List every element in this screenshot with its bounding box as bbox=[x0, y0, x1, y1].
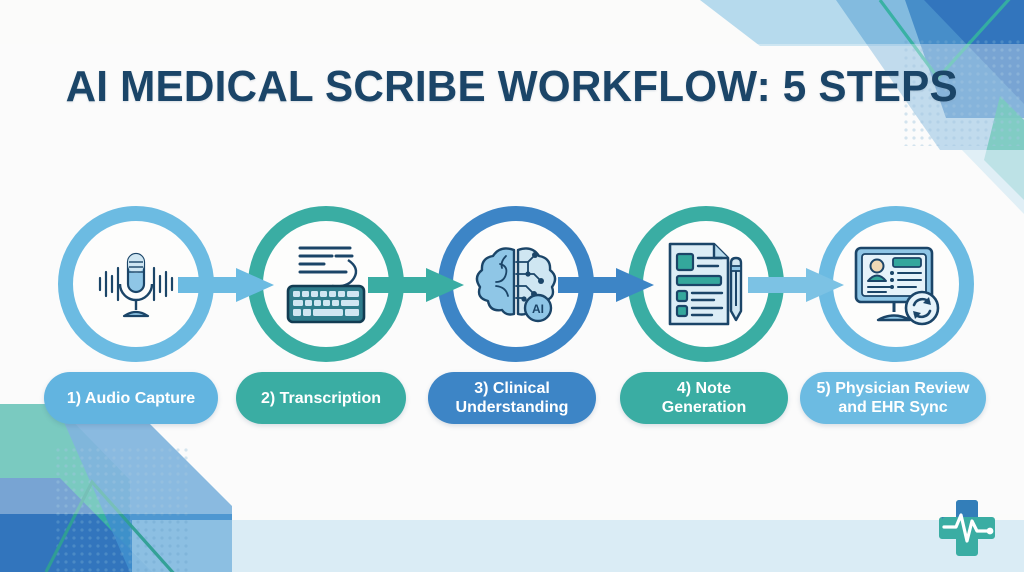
step-label-5-line-2: and EHR Sync bbox=[838, 399, 948, 416]
deco-bottom-dots bbox=[56, 444, 192, 572]
step-label-3-line-1: 3) Clinical bbox=[474, 380, 550, 397]
step-label-3-line-2: Understanding bbox=[455, 399, 569, 416]
arrow-step1-to-step2 bbox=[178, 268, 274, 302]
deco-bottom-chevron-line bbox=[44, 479, 175, 572]
microphone-soundwave-icon bbox=[86, 234, 186, 334]
page-title: AI MEDICAL SCRIBE WORKFLOW: 5 STEPS bbox=[65, 62, 959, 111]
workflow-steps-row: AI bbox=[0, 206, 1024, 362]
step-label-3[interactable]: 3) Clinical Understanding bbox=[428, 372, 596, 424]
arrow-step3-to-step4 bbox=[558, 268, 654, 302]
step-label-5[interactable]: 5) Physician Review and EHR Sync bbox=[800, 372, 986, 424]
deco-bottom-left-blue bbox=[0, 478, 152, 572]
step-label-2[interactable]: 2) Transcription bbox=[236, 372, 406, 424]
step-label-1[interactable]: 1) Audio Capture bbox=[44, 372, 218, 424]
step-label-5-line-1: 5) Physician Review bbox=[816, 380, 970, 397]
step-label-2-line-1: 2) Transcription bbox=[260, 389, 382, 407]
document-pen-icon bbox=[656, 234, 756, 334]
deco-bottom-left-teal bbox=[0, 404, 130, 572]
ai-brain-circuit-icon: AI bbox=[466, 234, 566, 334]
step-labels-row: 1) Audio Capture 2) Transcription 3) Cli… bbox=[0, 372, 1024, 426]
deco-top-pale-band bbox=[700, 0, 1024, 46]
deco-top-right-pale-wedge bbox=[962, 150, 1024, 214]
keyboard-transcript-icon bbox=[276, 234, 376, 334]
title-container: AI MEDICAL SCRIBE WORKFLOW: 5 STEPS bbox=[0, 62, 1024, 112]
monitor-ehr-sync-icon bbox=[846, 234, 946, 334]
medical-cross-heartbeat-logo bbox=[936, 494, 998, 556]
step-label-1-line-1: 1) Audio Capture bbox=[66, 389, 196, 407]
arrow-step2-to-step3 bbox=[368, 268, 464, 302]
deco-bottom-pale-band bbox=[132, 520, 1024, 572]
svg-text:AI: AI bbox=[532, 302, 544, 316]
deco-bottom-left-mid-blue bbox=[56, 404, 232, 572]
step-label-4-line-2: Generation bbox=[661, 399, 747, 416]
step-label-4-line-1: 4) Note bbox=[676, 380, 732, 397]
step-label-4[interactable]: 4) Note Generation bbox=[620, 372, 788, 424]
arrow-step4-to-step5 bbox=[748, 268, 844, 302]
